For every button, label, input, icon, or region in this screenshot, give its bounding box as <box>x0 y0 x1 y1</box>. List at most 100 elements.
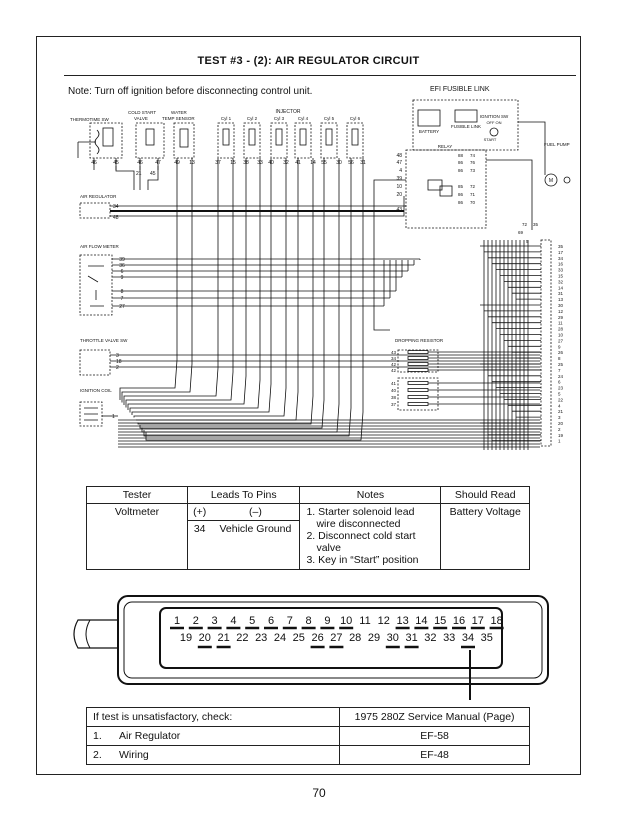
resistor-element <box>407 381 429 385</box>
relay-right-num: 71 <box>470 192 476 197</box>
connector-side-pin: 30 <box>558 303 564 308</box>
fusible-link-symbol <box>454 109 478 123</box>
connector-pin-label: 19 <box>180 632 192 644</box>
connector-inner-shell <box>123 601 543 679</box>
injector-5-coil <box>325 128 333 146</box>
relay-left-pin: 48 <box>396 153 402 159</box>
connector-pin-label: 25 <box>293 632 305 644</box>
resistor-element <box>407 402 429 406</box>
bus-wire <box>143 170 352 437</box>
connector-side-pin: 15 <box>558 274 564 279</box>
relay-right-pin: 86 <box>458 192 464 197</box>
relay-right-num: 72 <box>470 184 476 189</box>
connector-pin-label: 34 <box>462 632 474 644</box>
fuel-pump-wire <box>518 121 546 175</box>
throttle-pin: 2 <box>116 365 119 371</box>
check-row-page: EF-58 <box>339 726 530 746</box>
dropping-pin: 37 <box>391 402 397 407</box>
throttle-pin: 3 <box>116 353 119 359</box>
connector-pin-label: 10 <box>340 615 352 627</box>
connector-pin-label: 5 <box>249 615 255 627</box>
cold-start-valve-label: COLD START <box>128 110 156 115</box>
bus-wire <box>129 170 261 413</box>
connector-pin-label: 31 <box>405 632 417 644</box>
should-read-value: Battery Voltage <box>440 503 530 570</box>
connector-side-pin: 16 <box>558 262 564 267</box>
connector-side-pin: 26 <box>558 350 564 355</box>
relay-label: RELAY <box>438 144 452 149</box>
air-regulator-box <box>79 202 111 219</box>
connector-pin-label: 23 <box>255 632 267 644</box>
thermotime-sw-box <box>89 122 123 159</box>
injector-5-box <box>320 122 338 159</box>
connector-pin-label: 13 <box>396 615 408 627</box>
component-pin-label: 41 <box>295 160 301 166</box>
relay-right-pin: 86 <box>458 168 464 173</box>
relay-right-pin: 86 <box>458 200 464 205</box>
relay-right-num: 73 <box>470 168 476 173</box>
connector-side-pin: 3 <box>558 415 561 420</box>
connector-side-pin: 31 <box>558 291 564 296</box>
efi-fusible-link-label: EFI FUSIBLE LINK <box>430 86 490 93</box>
air-flow-meter-pin: 36 <box>119 263 125 269</box>
fuel-pump-motor-icon: M <box>549 178 553 184</box>
injector-4-box <box>294 122 312 159</box>
relay-wire <box>486 159 533 230</box>
connector-side-pin: 33 <box>558 268 564 273</box>
ignition-coil-pin: 1 <box>112 414 115 420</box>
lead-plus-label: (+) <box>187 503 212 521</box>
ignition-coil-label: IGNITION COIL <box>80 388 112 393</box>
component-pin-label: 49 <box>174 160 180 166</box>
air-flow-meter-internals <box>87 265 104 307</box>
injector-1-coil <box>222 128 230 146</box>
air-flow-meter-pin: 8 <box>121 289 124 295</box>
relay-right-num: 74 <box>470 153 476 158</box>
connector-side-pin: 12 <box>558 309 564 314</box>
connector-pin-label: 33 <box>443 632 455 644</box>
cold-start-coil <box>145 128 155 146</box>
component-pin-label: 47 <box>155 160 161 166</box>
resistor-element <box>407 350 429 354</box>
cold-start-valve-box <box>135 122 165 159</box>
resistor-element <box>407 356 429 360</box>
connector-pin-label: 7 <box>287 615 293 627</box>
connector-side-pin: 19 <box>558 433 564 438</box>
bus-wire <box>141 170 340 433</box>
fuel-pump-label: FUEL PUMP <box>544 142 570 147</box>
injector-label: INJECTOR <box>276 109 301 115</box>
relay-left-pin: 4 <box>399 168 402 174</box>
wire-thermotime <box>115 166 135 190</box>
cylinder-label: Cyl 6 <box>350 116 361 121</box>
connector-pin-label: 24 <box>274 632 286 644</box>
fusible-link-label: FUSIBLE LINK <box>451 124 481 129</box>
connector-side-pin: 21 <box>558 409 564 414</box>
fuel-pump-gauge-icon <box>563 176 571 184</box>
connector-pin-label: 4 <box>230 615 236 627</box>
relay-left-pin: 10 <box>396 184 402 190</box>
water-temp-sensor-label: TEMP SENSOR <box>162 116 195 121</box>
connector-pin-label: 2 <box>193 615 199 627</box>
connector-face <box>159 607 503 669</box>
connector-pin-label: 29 <box>368 632 380 644</box>
wire-cold-start-2 <box>147 166 159 190</box>
air-flow-meter-box <box>79 254 113 316</box>
air-regulator-pin: 48 <box>113 215 119 221</box>
thermotime-pin-label: 21 <box>136 171 142 177</box>
check-row-page: EF-48 <box>339 745 530 765</box>
air-regulator-pin: 34 <box>113 204 119 210</box>
connector-side-pin: 8 <box>558 356 561 361</box>
air-flow-meter-label: AIR FLOW METER <box>80 244 120 249</box>
relay-switch <box>439 185 453 197</box>
connector-side-pin: 28 <box>558 327 564 332</box>
connector-side-pin: 1 <box>558 439 561 444</box>
component-pin-label: 46 <box>137 160 143 166</box>
component-pin-label: 40 <box>268 160 274 166</box>
thermotime-pin-label: 45 <box>150 171 156 177</box>
connector-side-pin: 2 <box>558 427 561 432</box>
connector-side-pin: 13 <box>558 297 564 302</box>
cylinder-label: Cyl 4 <box>298 116 309 121</box>
resistor-element <box>407 368 429 372</box>
ignition-sw-label: IGNITION SW <box>480 114 509 119</box>
injector-1-box <box>217 122 235 159</box>
